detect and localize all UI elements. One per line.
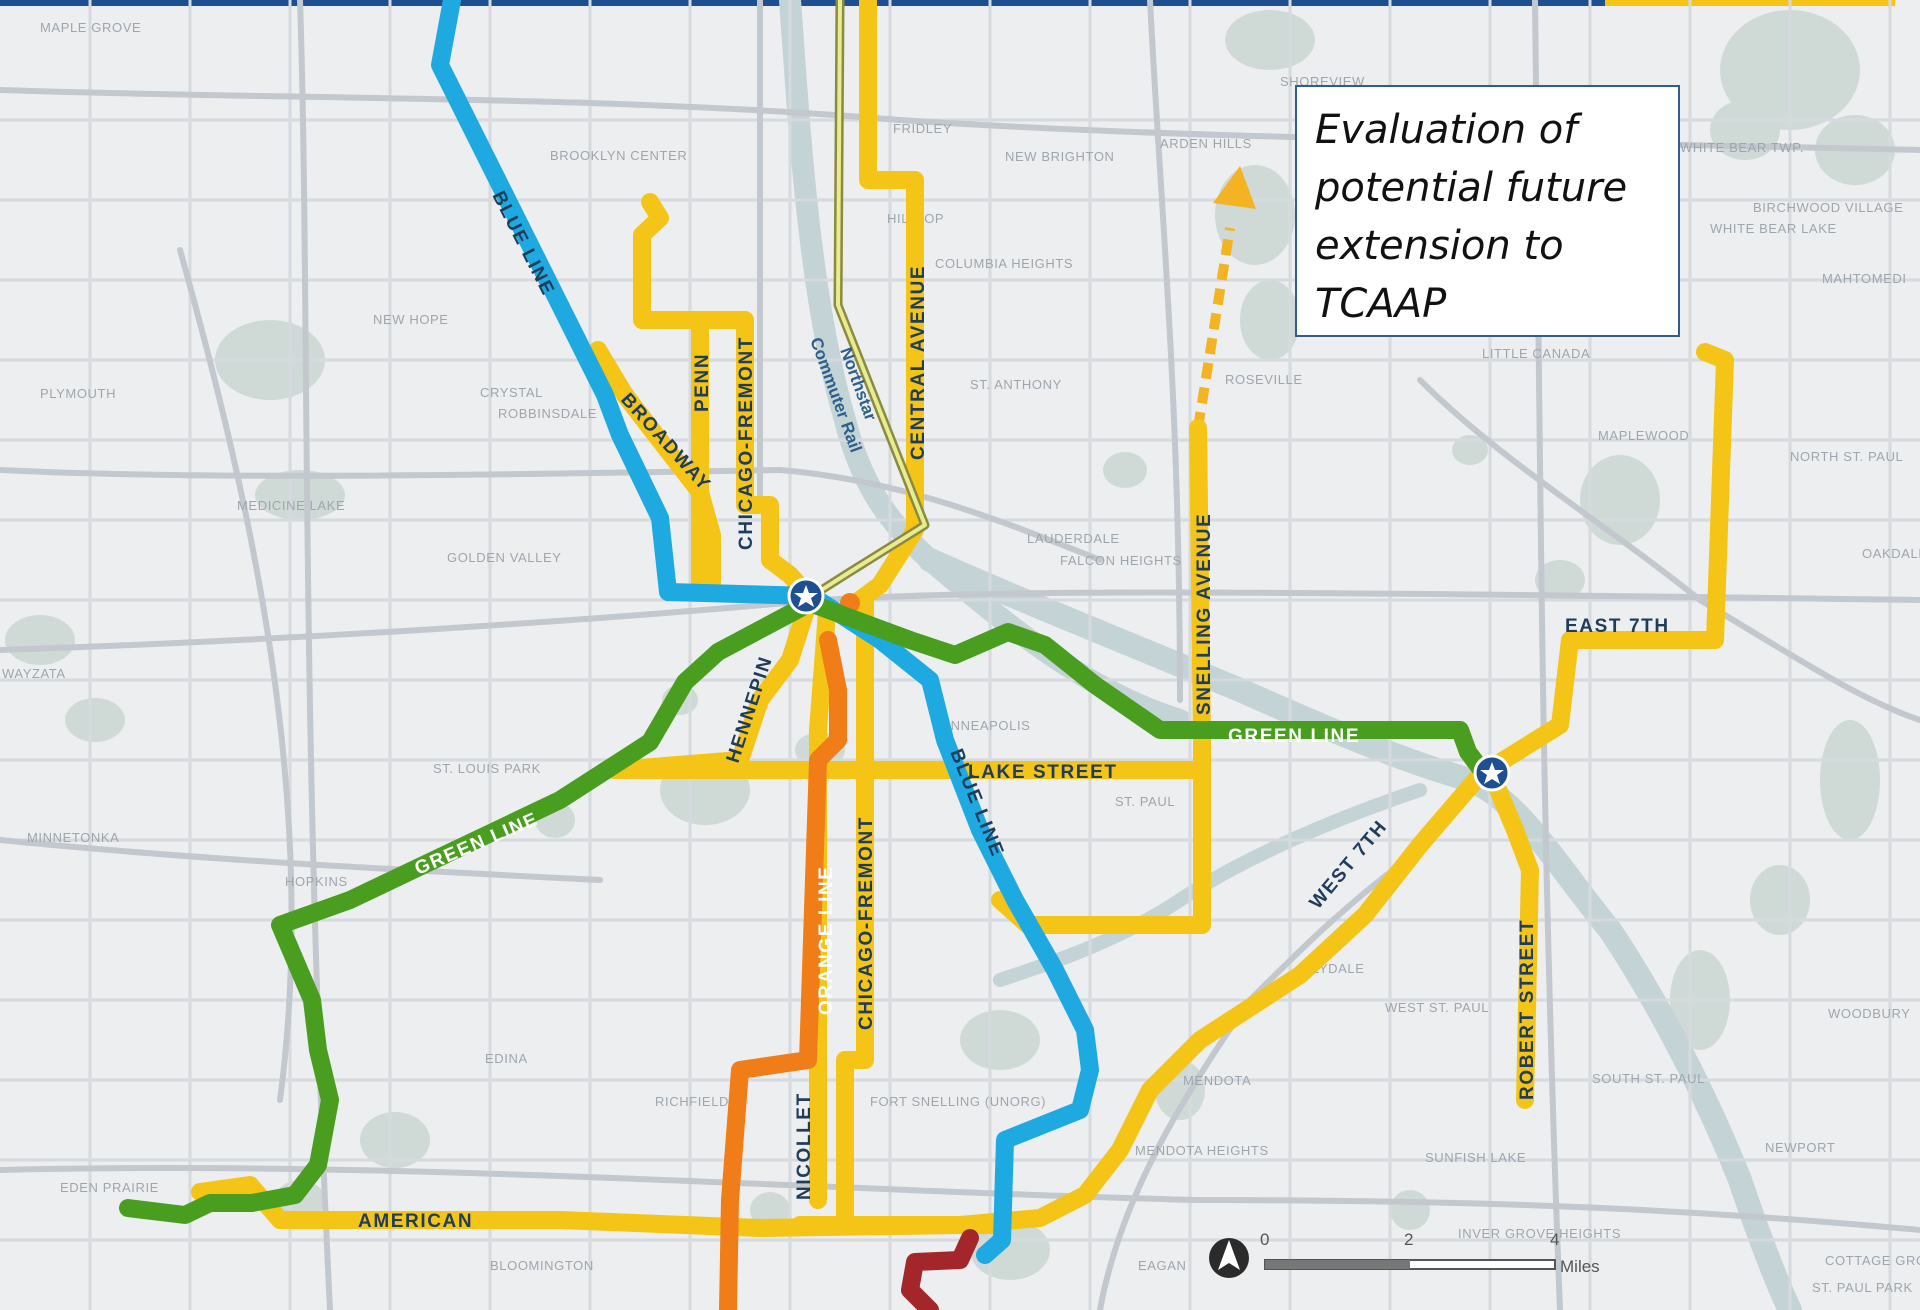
place-label: ST. LOUIS PARK — [433, 761, 541, 776]
label-lake-street: LAKE STREET — [968, 762, 1118, 783]
place-label: RICHFIELD — [655, 1094, 729, 1109]
scale-bar: 0 2 4 Miles — [1260, 1230, 1600, 1276]
place-label: SUNFISH LAKE — [1425, 1150, 1526, 1165]
place-label: PLYMOUTH — [40, 386, 116, 401]
scale-tick-0: 0 — [1260, 1230, 1269, 1249]
place-label: EDEN PRAIRIE — [60, 1180, 159, 1195]
place-labels: MAPLE GROVE BROOKLYN CENTER FRIDLEY NEW … — [2, 20, 1920, 1295]
place-label: FALCON HEIGHTS — [1060, 553, 1182, 568]
label-robert-street: ROBERT STREET — [1517, 919, 1538, 1100]
label-snelling-avenue: SNELLING AVENUE — [1194, 513, 1215, 715]
place-label: COLUMBIA HEIGHTS — [935, 256, 1073, 271]
label-central-avenue: CENTRAL AVENUE — [908, 265, 929, 460]
place-label: FRIDLEY — [893, 121, 952, 136]
star-icon — [1480, 762, 1504, 784]
place-label: ARDEN HILLS — [1160, 136, 1252, 151]
place-label: LITTLE CANADA — [1482, 346, 1590, 361]
hub-saint-paul — [1473, 754, 1511, 792]
scale-tick-4: 4 — [1550, 1230, 1559, 1249]
label-chicago-fremont-south: CHICAGO-FREMONT — [856, 816, 877, 1030]
star-icon — [794, 585, 818, 607]
route-penn — [633, 193, 709, 602]
place-label: NORTH ST. PAUL — [1790, 449, 1903, 464]
place-label: BROOKLYN CENTER — [550, 148, 687, 163]
label-east-7th: EAST 7TH — [1565, 616, 1670, 637]
label-chicago-fremont-north: CHICAGO-FREMONT — [736, 336, 757, 550]
place-label: MAHTOMEDI — [1822, 271, 1907, 286]
place-label: WOODBURY — [1828, 1006, 1911, 1021]
place-label: MAPLEWOOD — [1598, 428, 1689, 443]
place-label: ST. PAUL PARK — [1812, 1280, 1913, 1295]
place-label: NEW HOPE — [373, 312, 449, 327]
place-label: WHITE BEAR TWP. — [1680, 140, 1804, 155]
future-extension-dashed-line — [1193, 227, 1235, 429]
route-blue-line — [431, 0, 1099, 1264]
place-label: MENDOTA — [1183, 1073, 1251, 1088]
route-central-avenue — [848, 0, 924, 611]
place-label: BLOOMINGTON — [490, 1258, 594, 1273]
routes-layer — [119, 0, 1734, 1310]
label-orange-line: ORANGE LINE — [816, 865, 837, 1015]
place-label: BIRCHWOOD VILLAGE — [1753, 200, 1903, 215]
scale-unit: Miles — [1560, 1257, 1600, 1276]
place-label: MINNEAPOLIS — [935, 718, 1030, 733]
place-label: MINNETONKA — [27, 830, 119, 845]
place-label: NEWPORT — [1765, 1140, 1835, 1155]
route-green-line — [119, 594, 1501, 1224]
label-green-line-east: GREEN LINE — [1228, 726, 1360, 747]
annotation-line: extension to — [1315, 223, 1564, 269]
route-american — [191, 766, 1489, 1237]
place-label: COTTAGE GROVE — [1825, 1253, 1920, 1268]
northstar-commuter-rail — [807, 0, 930, 601]
scale-tick-2: 2 — [1404, 1230, 1413, 1249]
hub-minneapolis — [787, 577, 825, 615]
route-orange-line — [719, 631, 847, 1310]
place-label: INVER GROVE HEIGHTS — [1458, 1226, 1621, 1241]
annotation-line: Evaluation of — [1315, 107, 1578, 153]
place-label: ROBBINSDALE — [498, 406, 597, 421]
route-robert-street — [1483, 766, 1539, 1109]
route-east-7th — [1471, 343, 1734, 784]
place-label: EAGAN — [1138, 1258, 1187, 1273]
place-label: WEST ST. PAUL — [1385, 1000, 1489, 1015]
place-label: ROSEVILLE — [1225, 372, 1303, 387]
route-chicago-fremont-south — [836, 593, 874, 1234]
future-extension-arrow-icon — [1213, 166, 1256, 209]
header-accent — [1605, 0, 1895, 6]
place-label: WAYZATA — [2, 666, 66, 681]
place-label: EDINA — [485, 1051, 528, 1066]
place-label: FORT SNELLING (UNORG) — [870, 1094, 1046, 1109]
header-bar — [0, 0, 1605, 6]
place-label: ST. PAUL — [1115, 794, 1175, 809]
annotation-line: TCAAP — [1315, 281, 1447, 327]
place-label: NEW BRIGHTON — [1005, 149, 1115, 164]
place-label: LAUDERDALE — [1027, 531, 1120, 546]
route-broadway — [589, 341, 721, 602]
place-label: HOPKINS — [285, 874, 348, 889]
annotation-box: Evaluation of potential future extension… — [1295, 85, 1680, 337]
place-label: GOLDEN VALLEY — [447, 550, 562, 565]
future-extension — [1193, 166, 1256, 429]
route-red-line — [901, 1229, 979, 1310]
annotation-line: potential future — [1315, 165, 1628, 211]
place-label: CRYSTAL — [480, 385, 543, 400]
place-label: SOUTH ST. PAUL — [1592, 1071, 1705, 1086]
place-label: WHITE BEAR LAKE — [1710, 221, 1837, 236]
label-american: AMERICAN — [358, 1211, 473, 1232]
north-arrow-icon — [1209, 1238, 1249, 1278]
place-label: OAKDALE — [1862, 546, 1920, 561]
label-penn: PENN — [692, 353, 713, 412]
label-nicollet: NICOLLET — [794, 1092, 815, 1200]
place-label: MENDOTA HEIGHTS — [1135, 1143, 1269, 1158]
place-label: ST. ANTHONY — [970, 377, 1062, 392]
place-label: MAPLE GROVE — [40, 20, 141, 35]
place-label: MEDICINE LAKE — [237, 498, 345, 513]
route-chicago-fremont-north — [691, 311, 815, 602]
